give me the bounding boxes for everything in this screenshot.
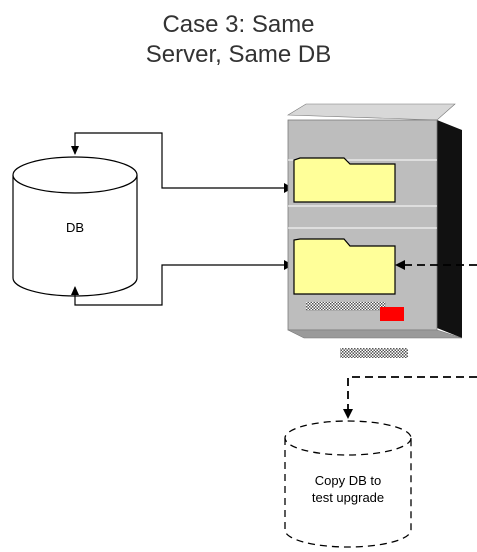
folder-icon <box>293 238 396 295</box>
server-tower <box>286 103 463 339</box>
page-title: Case 3: Same Server, Same DB <box>0 10 477 70</box>
copy-db-label-line-1: Copy DB to <box>315 473 381 488</box>
server-front <box>287 119 438 331</box>
server-side <box>437 120 462 338</box>
server-vent <box>306 302 386 311</box>
copy-db-cylinder: Copy DB to test upgrade <box>284 420 412 548</box>
power-indicator <box>380 307 404 321</box>
dashed-arrow-to-copy <box>343 376 477 419</box>
db-label: DB <box>66 220 84 235</box>
server-nameplate <box>340 348 408 358</box>
title-line-2: Server, Same DB <box>145 41 332 68</box>
folder-icon <box>293 157 396 203</box>
dashed-arrow-incoming <box>395 260 477 270</box>
server-top <box>286 103 456 121</box>
db-cylinder: DB <box>12 156 138 297</box>
title-line-1: Case 3: Same <box>162 11 315 38</box>
server-base <box>287 329 463 339</box>
copy-db-label-line-2: test upgrade <box>312 490 384 505</box>
